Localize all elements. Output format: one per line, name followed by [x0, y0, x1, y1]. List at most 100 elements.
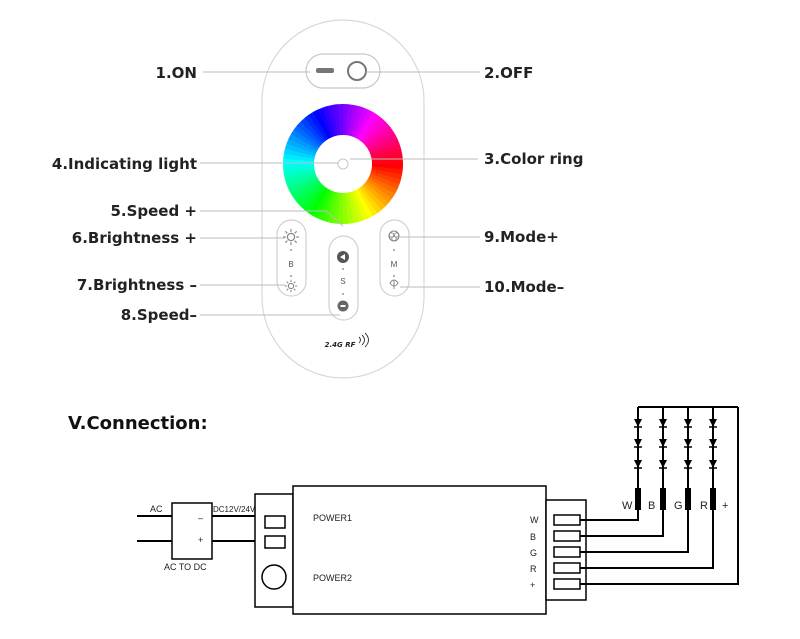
- color-ring-segment: [354, 109, 374, 140]
- color-ring-segment: [285, 142, 317, 157]
- color-ring-segment: [369, 168, 403, 181]
- color-ring-segment: [317, 107, 334, 139]
- color-ring-segment: [296, 181, 324, 207]
- led-diode-icon: [634, 419, 642, 427]
- color-ring-segment: [350, 190, 364, 223]
- color-ring-segment: [343, 104, 349, 137]
- speed-plus-arrow-icon: [340, 254, 345, 260]
- ac-dc-adapter: [171, 502, 213, 560]
- dot-icon: [290, 275, 292, 277]
- output-terminal-label-w: W: [530, 515, 539, 525]
- color-ring-segment: [367, 134, 398, 153]
- color-ring-segment: [337, 103, 344, 137]
- color-ring-segment: [357, 112, 378, 142]
- color-ring-segment: [317, 189, 334, 221]
- label-brightness-plus: 6.Brightness +: [72, 229, 197, 247]
- speed-button-group: S: [328, 235, 359, 321]
- color-ring-segment: [370, 158, 403, 165]
- color-ring-segment: [283, 153, 316, 162]
- output-terminal-label-r: R: [530, 564, 537, 574]
- input-terminal-2: [264, 535, 286, 549]
- input-terminal-1: [264, 515, 286, 529]
- remote-control: B S: [261, 19, 425, 379]
- brightness-button-group: B: [276, 219, 307, 297]
- output-terminal-label-plus: +: [530, 580, 535, 590]
- ac-label: AC: [150, 504, 163, 514]
- color-ring-segment: [365, 129, 396, 151]
- color-ring-segment: [345, 104, 354, 137]
- color-ring-segment: [308, 111, 330, 142]
- strip-terminal-label-w: W: [622, 500, 633, 512]
- color-ring-segment: [283, 147, 317, 160]
- led-diode-icon: [709, 460, 717, 468]
- output-terminal-slot: [553, 514, 581, 526]
- mode-plus-icon[interactable]: [388, 230, 400, 242]
- dot-icon: [342, 268, 344, 270]
- color-ring-segment: [356, 186, 378, 217]
- color-ring-segment: [283, 163, 316, 170]
- color-ring-segment: [321, 190, 336, 222]
- sun-ray: [294, 230, 298, 234]
- leader-lines: [200, 71, 480, 316]
- label-brightness-minus: 7.Brightness –: [77, 276, 197, 294]
- led-diode-icon: [709, 439, 717, 447]
- color-ring-segment: [284, 171, 317, 185]
- label-color-ring: 3.Color ring: [484, 150, 583, 168]
- label-on: 1.ON: [156, 64, 197, 82]
- color-ring-segment: [370, 166, 403, 175]
- color-ring-segment: [368, 173, 400, 190]
- off-circle-icon[interactable]: [347, 61, 367, 81]
- color-ring-segment: [327, 104, 339, 137]
- led-diode-icon: [684, 419, 692, 427]
- output-terminal-slot: [553, 562, 581, 574]
- strip-connector-pin: [660, 488, 666, 510]
- led-diode-icon: [634, 439, 642, 447]
- color-ring-segment: [368, 138, 400, 155]
- mode-pill: [379, 219, 410, 297]
- color-ring-segment: [332, 191, 341, 224]
- output-terminal-label-b: B: [530, 532, 536, 542]
- output-wire: [580, 499, 714, 569]
- on-dash-icon[interactable]: [316, 68, 334, 73]
- input-terminal-block: [254, 493, 294, 608]
- label-speed-plus: 5.Speed +: [110, 202, 197, 220]
- led-diode-icon: [684, 460, 692, 468]
- brightness-plus-sun-icon[interactable]: [283, 229, 299, 245]
- color-ring[interactable]: [283, 103, 403, 225]
- color-ring-segment: [297, 121, 324, 147]
- color-ring-segment: [364, 125, 393, 149]
- label-mode-minus: 10.Mode–: [484, 278, 564, 296]
- color-ring-segment: [290, 177, 321, 199]
- led-diode-icon: [684, 439, 692, 447]
- color-ring-segment: [288, 175, 319, 194]
- mode-button-group: M: [379, 219, 410, 297]
- color-ring-segment: [347, 191, 359, 224]
- mode-letter: M: [391, 260, 398, 269]
- color-ring-segment: [304, 114, 328, 143]
- power-jack-icon: [261, 564, 287, 590]
- rf-label: 2.4G RF: [325, 341, 356, 349]
- color-ring-segment: [347, 104, 360, 138]
- sun-ray: [294, 240, 298, 244]
- wireless-signal-icon: [358, 332, 369, 348]
- color-ring-segment: [369, 171, 401, 186]
- mode-minus-icon[interactable]: [389, 279, 399, 289]
- dot-icon: [290, 249, 292, 251]
- color-ring-segment: [293, 179, 322, 203]
- section-title-connection: V.Connection:: [68, 413, 208, 434]
- output-wire: [580, 499, 664, 537]
- dot-icon: [342, 293, 344, 295]
- sun-ray: [286, 288, 289, 291]
- power-switch[interactable]: [305, 53, 381, 89]
- color-ring-segment: [369, 143, 402, 157]
- sun-ray: [293, 281, 296, 284]
- output-wire: [580, 499, 689, 553]
- color-ring-segment: [364, 180, 393, 203]
- color-ring-segment: [370, 148, 403, 160]
- dot-icon: [393, 275, 395, 277]
- adapter-minus-sign: –: [198, 513, 203, 523]
- brightness-minus-sun-icon[interactable]: [284, 279, 298, 293]
- output-wire: [580, 407, 739, 585]
- brightness-letter: B: [288, 260, 293, 269]
